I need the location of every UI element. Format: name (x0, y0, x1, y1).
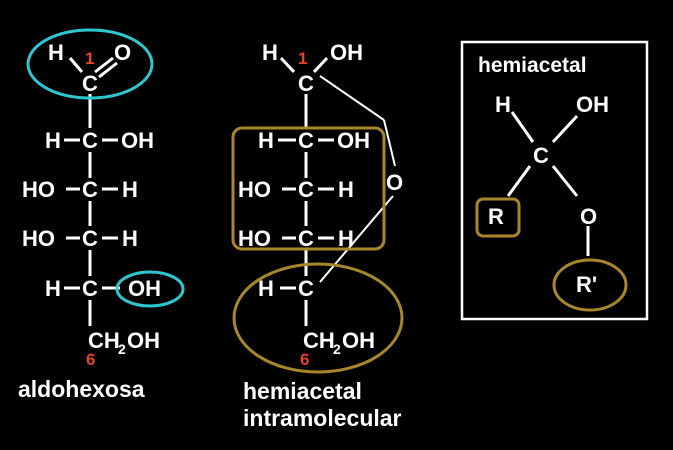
atom-ring-c3: C (298, 177, 314, 202)
atom-c5: C (82, 276, 98, 301)
hemiacetal-intramolecular-structure: H 1 OH C H C OH HO C H HO C H H C O CH 2… (231, 40, 404, 431)
atom-ring-ho-c3: HO (238, 177, 271, 202)
aldohexosa-structure: H 1 O C H C OH HO C H HO C H H C OH CH 2… (18, 28, 185, 402)
panel-atom-rprime: R' (576, 272, 597, 297)
ring-carbon-number-6: 6 (300, 350, 309, 369)
atom-ring-c5: C (298, 276, 314, 301)
atom-oh-c5: OH (128, 276, 161, 301)
atom-h-c2: H (45, 128, 61, 153)
hemiacetal-panel-title: hemiacetal (478, 54, 587, 77)
panel-atom-o: O (580, 204, 597, 229)
atom-ring-oxygen: O (386, 170, 403, 195)
atom-subscript-2: 2 (118, 341, 126, 357)
bond-c1-o-double-b (98, 61, 118, 79)
atom-c3: C (82, 177, 98, 202)
panel-bond-c-oh (551, 114, 579, 144)
hemiacetal-panel-border (460, 40, 649, 321)
hemiacetal-panel: hemiacetal H OH C R O R' (460, 40, 649, 321)
caption-intramolecular: intramolecular (243, 405, 402, 431)
atom-ho-c3: HO (22, 177, 55, 202)
atom-ring-c1: C (298, 71, 314, 96)
panel-atom-c: C (533, 143, 549, 168)
atom-ring-subscript-2: 2 (333, 341, 341, 357)
bond-c1-h (68, 57, 84, 73)
bond-ring-c1-h (279, 56, 296, 74)
panel-r-highlight-box (475, 197, 521, 238)
atom-ring-oh-c6: OH (342, 328, 375, 353)
atom-ring-h-c3: H (338, 177, 354, 202)
ring-bond-corner-o (383, 119, 396, 167)
atom-ring-ch-c6: CH (303, 328, 335, 353)
carbon-number-1: 1 (85, 49, 94, 68)
atom-oh-c6: OH (127, 328, 160, 353)
atom-ring-h-c5: H (258, 276, 274, 301)
atom-ring-h-c1: H (262, 40, 278, 65)
atom-h-c4: H (122, 226, 138, 251)
panel-rprime-highlight-ellipse (552, 258, 628, 312)
panel-bond-c-o (551, 165, 579, 197)
panel-bond-c-r (506, 165, 532, 197)
bond-ring-c1-oh (312, 56, 329, 74)
caption-hemiacetal: hemiacetal (243, 378, 362, 404)
middle-carbons-highlight-box (231, 126, 386, 251)
ring-bond-o-c5 (319, 195, 394, 283)
atom-ring-h-c4: H (338, 226, 354, 251)
atom-ring-c4: C (298, 226, 314, 251)
atom-ch-c6: CH (88, 328, 120, 353)
atom-oh-c2: OH (121, 128, 154, 153)
atom-ring-h-c2: H (258, 128, 274, 153)
atom-h-c5: H (45, 276, 61, 301)
caption-aldohexosa: aldohexosa (18, 376, 145, 402)
atom-ring-c2: C (298, 128, 314, 153)
carbon-number-6: 6 (86, 350, 95, 369)
panel-atom-h: H (495, 92, 511, 117)
atom-ring-oh-c2: OH (337, 128, 370, 153)
c6-group-highlight-ellipse (232, 262, 404, 374)
ring-bond-c1-corner (319, 75, 385, 121)
atom-o-aldehyde: O (114, 40, 131, 65)
ring-carbon-number-1: 1 (298, 49, 307, 68)
atom-c4: C (82, 226, 98, 251)
panel-atom-oh: OH (576, 92, 609, 117)
aldehyde-highlight-ellipse (26, 28, 154, 100)
panel-bond-c-h (510, 111, 535, 143)
atom-h-c3: H (122, 177, 138, 202)
atom-ring-ho-c4: HO (238, 226, 271, 251)
atom-h-aldehyde: H (48, 40, 64, 65)
atom-c2: C (82, 128, 98, 153)
atom-ring-oh-c1: OH (330, 40, 363, 65)
bond-c1-o-double-a (94, 56, 114, 74)
panel-atom-r: R (488, 204, 504, 229)
c5-hydroxyl-highlight-ellipse (115, 270, 185, 308)
atom-c1: C (82, 71, 98, 96)
atom-ho-c4: HO (22, 226, 55, 251)
